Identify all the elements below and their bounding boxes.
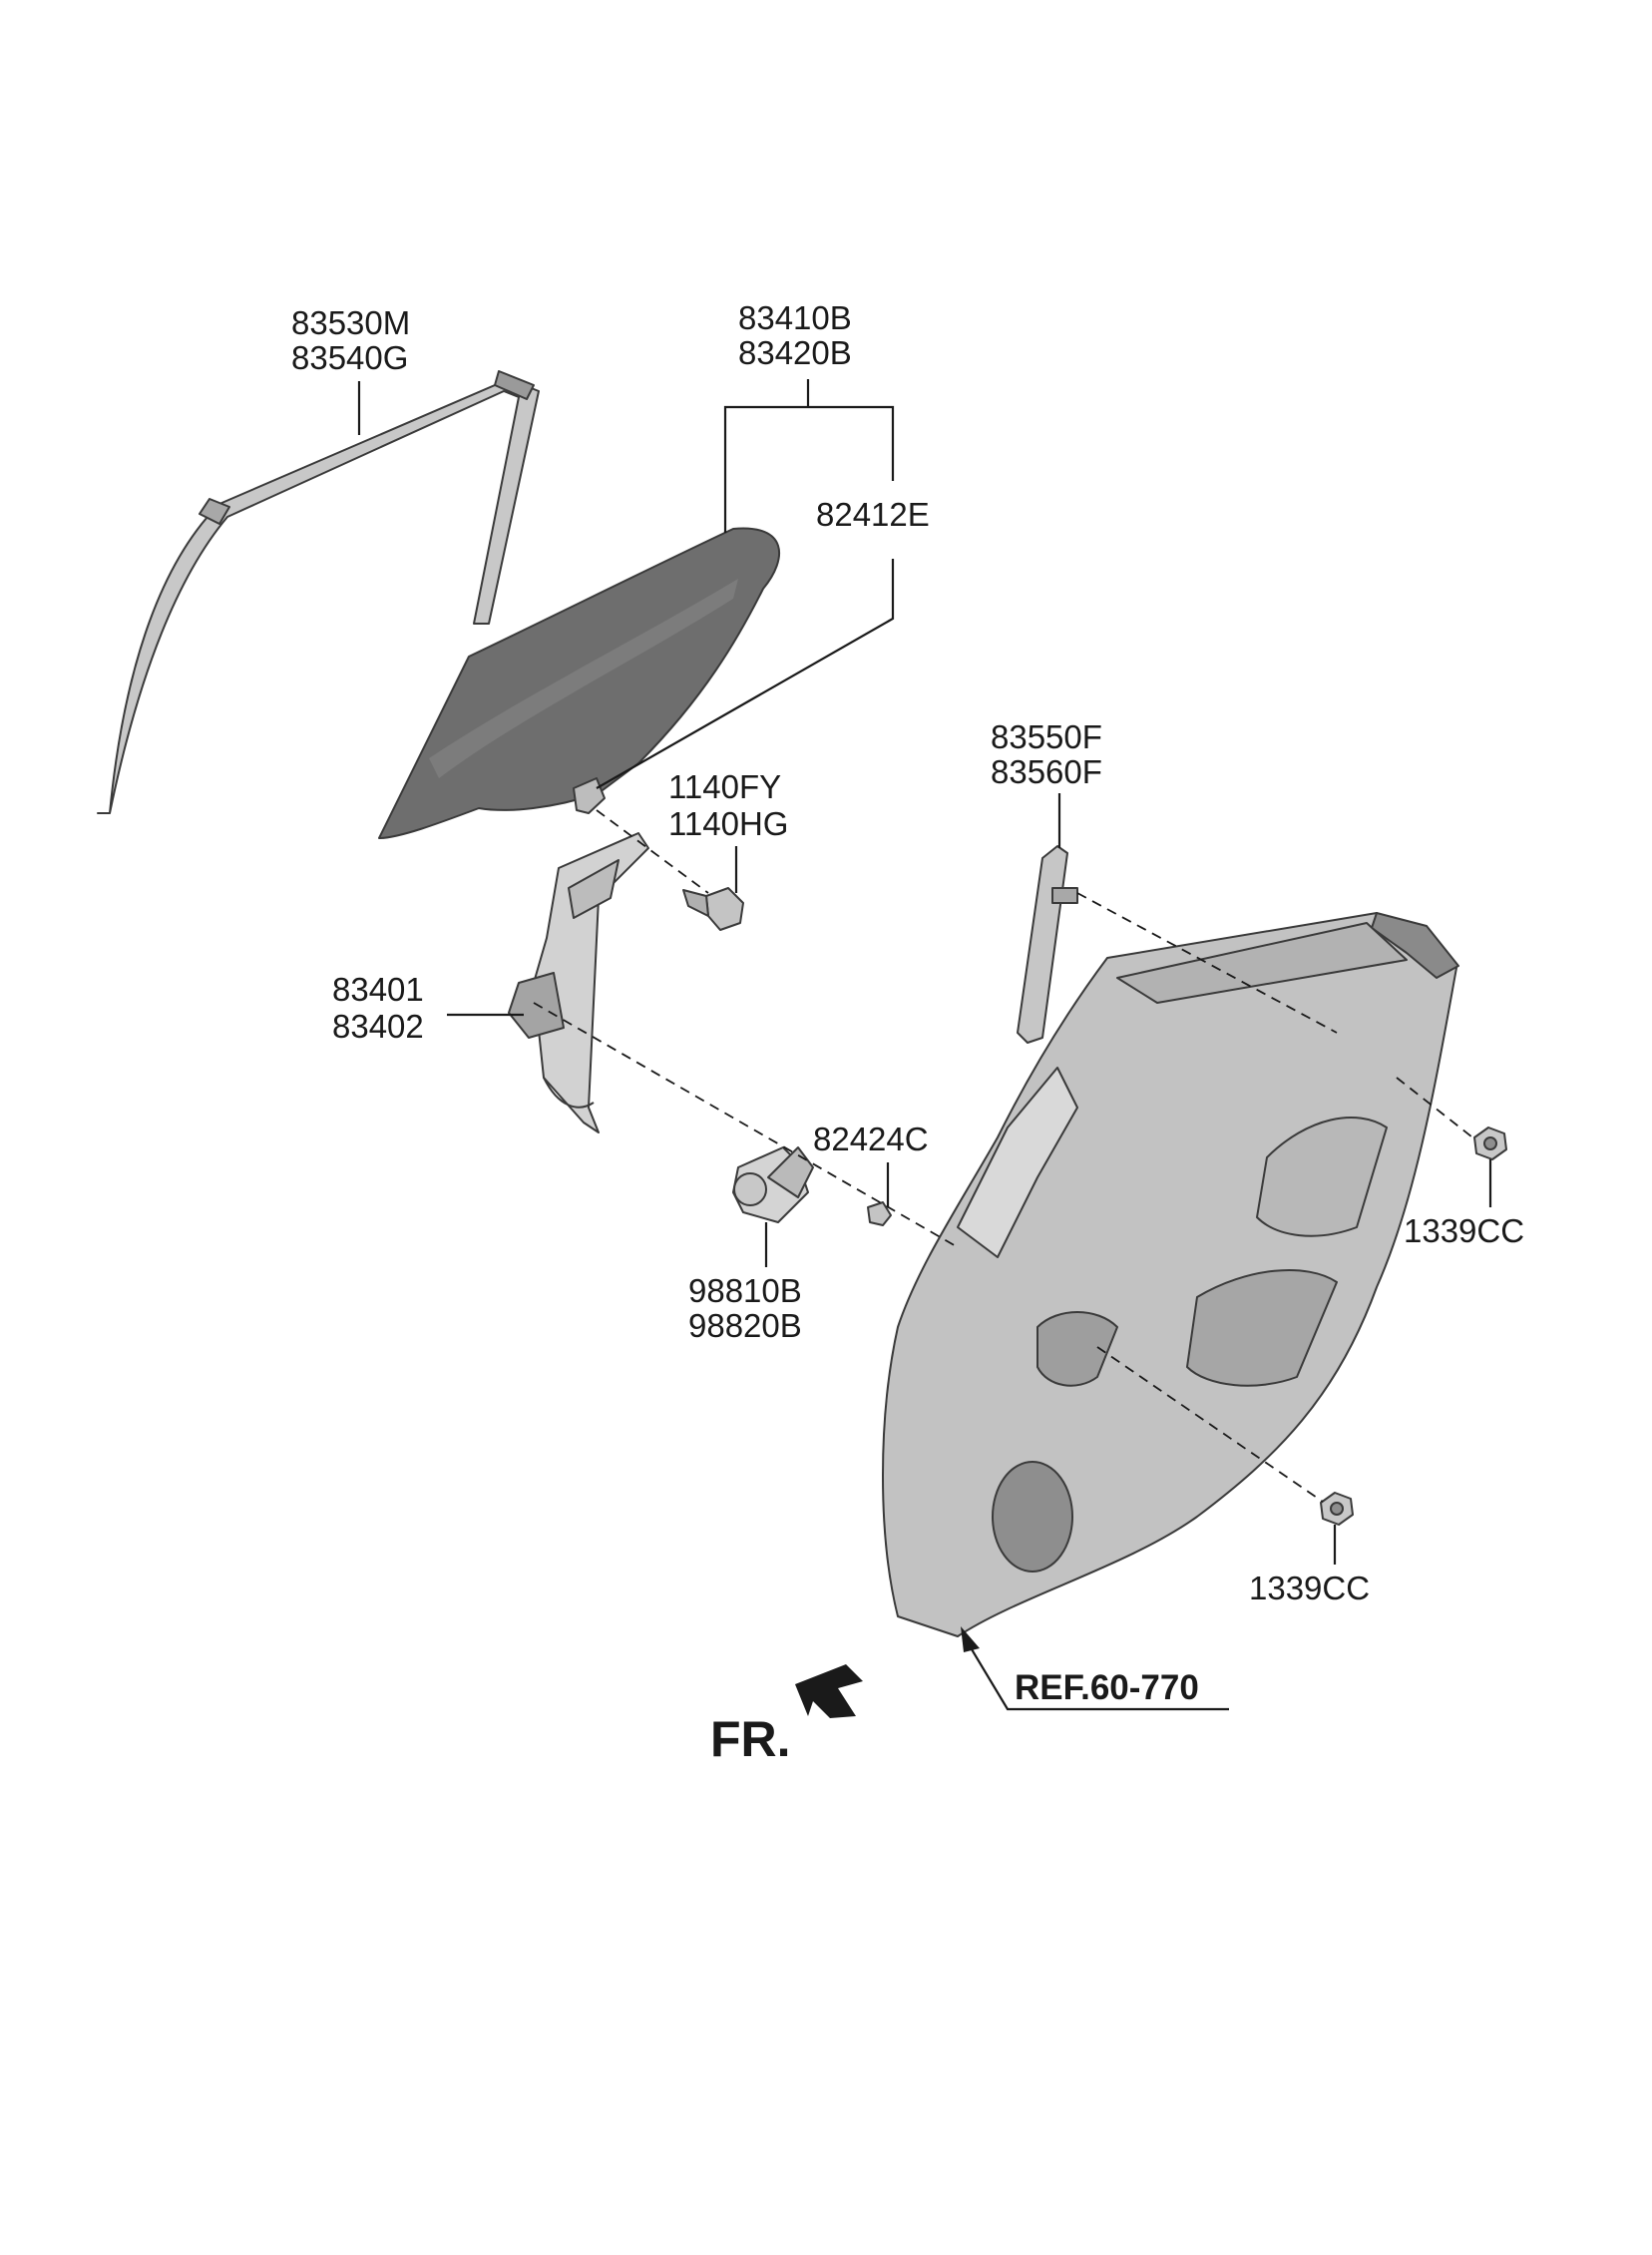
assembly-lines bbox=[533, 809, 1477, 1503]
label-83530m: 83530M bbox=[291, 304, 410, 341]
rear-glass-channel bbox=[1017, 845, 1078, 1044]
label-83401: 83401 bbox=[332, 971, 424, 1008]
door-panel bbox=[882, 912, 1459, 1637]
label-83540g: 83540G bbox=[291, 339, 408, 376]
window-regulator bbox=[508, 832, 649, 1133]
label-1339cc-upper: 1339CC bbox=[1404, 1212, 1524, 1249]
nut-upper bbox=[1473, 1127, 1507, 1160]
label-82412e: 82412E bbox=[816, 496, 930, 533]
label-83410b: 83410B bbox=[738, 299, 852, 336]
leader-lines bbox=[357, 379, 1492, 1711]
label-1140hg: 1140HG bbox=[668, 805, 788, 842]
label-83420b: 83420B bbox=[738, 334, 852, 371]
label-82424c: 82424C bbox=[813, 1121, 929, 1157]
label-98810b: 98810B bbox=[688, 1272, 802, 1309]
door-glass bbox=[378, 527, 781, 839]
window-motor bbox=[732, 1146, 814, 1223]
label-front: FR. bbox=[710, 1711, 791, 1767]
label-83550f: 83550F bbox=[991, 718, 1102, 755]
nut-lower bbox=[1320, 1492, 1354, 1526]
motor-bolt bbox=[867, 1201, 892, 1226]
label-98820b: 98820B bbox=[688, 1307, 802, 1344]
label-83402: 83402 bbox=[332, 1008, 424, 1045]
front-arrow bbox=[795, 1664, 863, 1718]
regulator-bolt bbox=[682, 887, 744, 931]
label-1339cc-lower: 1339CC bbox=[1249, 1570, 1370, 1606]
label-1140fy: 1140FY bbox=[668, 768, 781, 805]
label-ref-60-770: REF.60-770 bbox=[1015, 1668, 1199, 1707]
label-83560f: 83560F bbox=[991, 753, 1102, 790]
door-frame-moulding bbox=[97, 370, 540, 814]
